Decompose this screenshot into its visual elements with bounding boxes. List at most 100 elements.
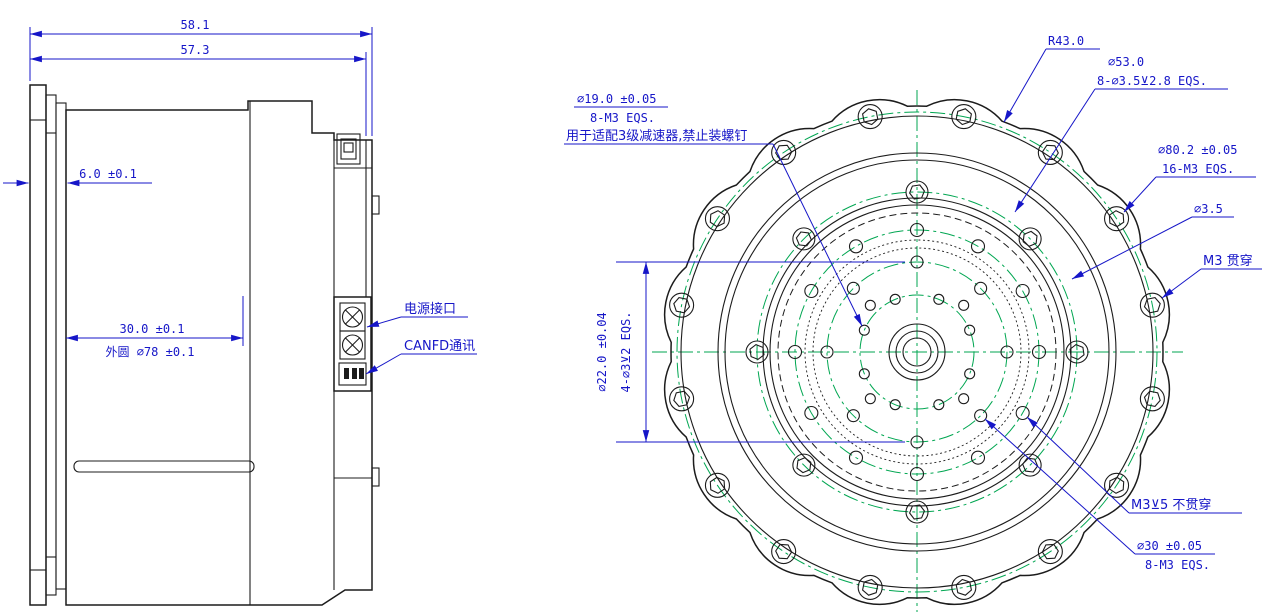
outer-screw-hole [1139,386,1165,412]
hex-socket-icon [673,390,691,408]
mid-screw-hole [1065,340,1089,364]
m3-hole [974,409,988,423]
m3-through-label: M3 贯穿 [1203,253,1253,269]
dowel-hole [864,299,876,311]
hex-socket-icon [861,578,879,596]
top-vent-detail [343,142,354,153]
hex-socket-icon [1069,343,1085,361]
front-circle-r236 [680,115,1154,589]
hex-socket-icon [775,144,793,161]
hex-socket-icon [709,210,726,228]
top-vent-housing [336,133,361,165]
hex-socket-icon [775,543,793,560]
dim-body-width: 57.3 [181,43,210,57]
leader-line [1123,176,1157,213]
face-tab [371,195,380,215]
front-annotations: R43.0 ⌀53.0 8-⌀3.5⊻2.8 EQS. ⌀19.0 ±0.05 … [564,34,1262,572]
front-view [652,90,1183,612]
outer-screw-hole [704,472,730,498]
bc53-holes-label: 8-⌀3.5⊻2.8 EQS. [1097,74,1207,88]
leader-line [1014,88,1096,213]
bc22-holes-label: 4-⌀3⊻2 EQS. [619,311,633,392]
connector-block [333,296,372,392]
canfd-pin [352,368,357,379]
hex-socket-icon [709,476,726,494]
power-connector [339,330,366,360]
front-circle-r192 [724,159,1110,545]
m3-hole [858,324,870,336]
outer-screw-hole [771,539,797,565]
outer-screw-hole [669,386,695,412]
m3-hole [846,409,860,423]
bc53-dia-label: ⌀53.0 [1108,55,1144,69]
mid-screw-hole [905,180,929,204]
hex-socket-icon [795,231,812,247]
outer-screw-hole [1037,139,1063,165]
front-circle-r112 [804,239,1030,465]
dim-depth: 30.0 ±0.1 [119,322,184,336]
m3-hole [889,399,901,411]
bc30-dia-label: ⌀30 ±0.05 [1137,539,1202,553]
outer-screw-hole [704,206,730,232]
m3-hole [909,222,925,238]
front-circle-r104 [812,247,1022,457]
outer-screw-hole [857,574,883,600]
leader-line [1003,48,1047,123]
m3-hole [970,450,986,465]
m3-hole [846,281,860,295]
hex-socket-icon [1143,296,1161,314]
front-circle-r139 [777,212,1057,492]
m3-hole [974,281,988,295]
m3-hole [933,399,945,411]
outer-screw-hole [1104,206,1130,232]
m3-hole [804,283,819,299]
bc80-holes-label: 16-M3 EQS. [1162,162,1234,176]
hex-socket-icon [861,108,879,126]
power-connector-pin [341,306,364,328]
m3-hole [970,239,986,254]
hole-dia-label: ⌀3.5 [1194,202,1223,216]
connector-cross [345,309,360,325]
m3-hole [848,239,864,254]
hex-socket-icon [1041,144,1059,161]
m3-hole [909,466,925,482]
side-view [29,84,380,606]
bolt-circle-r122 [794,229,1040,475]
outer-screw-hole [857,104,883,130]
m3-hole [787,344,803,360]
m3-hole [1015,283,1030,299]
connector-cross [345,337,360,353]
leader-line [365,353,402,375]
rear-flange-step [55,102,67,590]
canfd-port-label: CANFD通讯 [404,339,475,354]
dowel-hole [958,299,970,311]
leader-line [984,418,1136,555]
hex-socket-icon [1108,210,1125,228]
hex-socket-icon [1143,390,1161,408]
leader-line [1071,216,1193,280]
mid-screw-hole [1018,453,1042,477]
bolt-circle-r57 [859,294,975,410]
m3-hole [820,345,834,359]
outer-screw-hole [951,574,977,600]
m3-blind-label: M3⊻5 不贯穿 [1131,497,1211,513]
outer-screw-hole [1037,539,1063,565]
leader-line [1026,416,1130,514]
bc30-holes-label: 8-M3 EQS. [1145,558,1210,572]
dim-flange-thickness: 6.0 ±0.1 [79,167,137,181]
bc22-dia-label: ⌀22.0 ±0.04 [595,312,609,391]
face-tab [371,467,380,487]
side-dimensions: 58.1 57.3 6.0 ±0.1 30.0 ±0.1 外圆 ⌀78 ±0.1… [3,18,477,375]
lobe-radius-label: R43.0 [1048,34,1084,48]
hex-socket-icon [1041,543,1059,560]
bolt-circle-r160 [756,191,1078,513]
leader-line [772,143,863,327]
hex-socket-icon [796,457,812,474]
hex-socket-icon [908,504,926,520]
dim-total-width: 58.1 [181,18,210,32]
mid-screw-hole [792,227,816,251]
outer-screw-hole [951,104,977,130]
hex-socket-icon [673,296,691,314]
